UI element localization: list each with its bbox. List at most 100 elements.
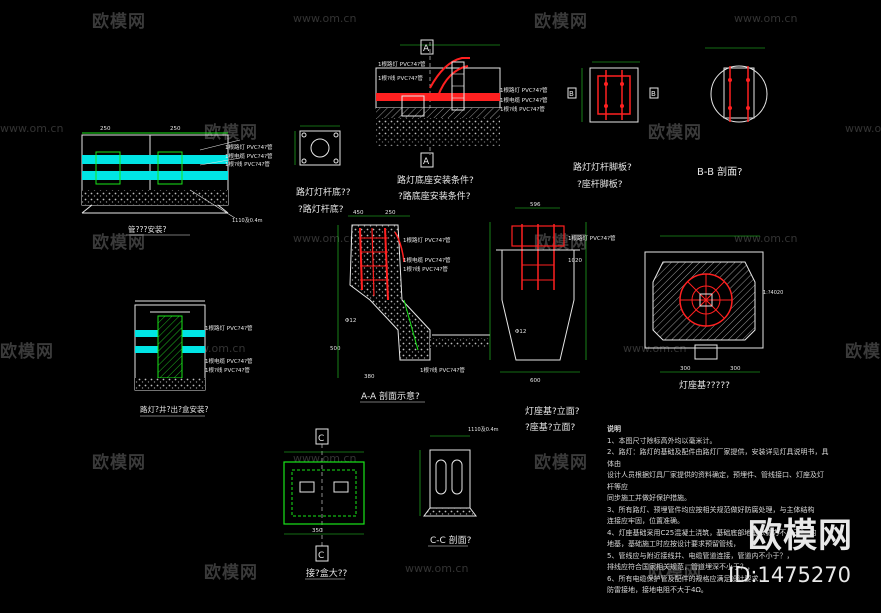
pipe-label: 1根电缆 PVC?4?管 — [205, 357, 253, 365]
pipe-label: 1根?线 PVC?4?管 — [403, 265, 448, 273]
section-marker: B — [569, 90, 574, 98]
dimension-label: 600 — [530, 378, 541, 384]
foot-plate-drawing: B B 路灯灯杆脚板? ?座杆脚板? — [567, 61, 659, 190]
handhole-drawing: C C 350 接?盒大?? — [283, 428, 365, 580]
drawing-subtitle: ?路灯杆底? — [298, 203, 344, 215]
notes-line: 1、本图尺寸除标高外均以毫米计。 — [607, 436, 717, 445]
dimension-label: 250 — [385, 210, 396, 216]
watermark-url: www.om.cn — [0, 122, 64, 135]
watermark-url: www.om.cn — [734, 12, 798, 25]
watermark-brand: 欧模网 — [845, 342, 881, 362]
pipe-label: 1根?线 PVC?4?管 — [225, 160, 270, 168]
notes-line: 连接应牢固，位置准确。 — [607, 517, 684, 525]
watermark-brand: 欧模网 — [92, 233, 146, 253]
dimension-label: 1020 — [568, 258, 582, 264]
cc-section-drawing: 1110及0.4m C-C 剖面? — [419, 427, 499, 547]
watermark-brand: 欧模网 — [534, 453, 588, 473]
pipe-label: 1根路灯 PVC?4?管 — [205, 324, 253, 332]
dimension-label: 250 — [170, 126, 181, 132]
pipe-label: 1根路灯 PVC?4?管 — [403, 236, 451, 244]
notes-line: 3、所有路灯、预埋管件均应按相关规范做好防腐处理，与主体结构 — [607, 505, 815, 514]
drawing-title: 路灯?井?出?盒安装? — [140, 404, 208, 414]
notes-line: 6、所有电缆保护管及配件的规格应满足设计要求， — [607, 574, 766, 583]
dimension-label: 1110及0.4m — [232, 218, 263, 224]
pipe-label: 1根电缆 PVC?4?管 — [225, 152, 273, 160]
dimension-label: Φ12 — [515, 329, 526, 335]
pipe-label: 1根路灯 PVC?4?管 — [225, 143, 273, 151]
dimension-label: 500 — [330, 346, 341, 352]
notes-block: 说明 1、本图尺寸除标高外均以毫米计。 2、路灯：路灯的基础及配件由路灯厂家提供… — [607, 424, 829, 597]
pipe-label: 1根?线 PVC?4?管 — [378, 74, 423, 82]
bb-section-drawing: B-B 剖面? — [697, 47, 768, 178]
drawing-title: 路灯灯杆脚板? — [573, 161, 632, 173]
section-marker: B — [651, 90, 656, 98]
notes-heading: 说明 — [607, 425, 621, 433]
section-marker: A — [423, 157, 430, 167]
watermark-brand: 欧模网 — [204, 123, 258, 143]
dimension-label: 1:?4020 — [763, 290, 783, 296]
aa-section-drawing: 450 250 1根路灯 PVC?4?管 1根电缆 PVC?4?管 1根?线 P… — [330, 210, 490, 403]
pipe-label: 1根?线 PVC?4?管 — [420, 366, 465, 374]
watermark-url: www.om.cn — [845, 122, 881, 135]
elevation-drawing: 596 600 1根路灯 PVC?4?管 1020 Φ12 灯座基?立面? ?座… — [489, 202, 616, 433]
drawing-title: 接?盒大?? — [306, 567, 348, 579]
embed-section-drawing: A A 1根路灯 PVC?4?管 1根?线 PVC?4?管 1根路灯 PVC?4… — [375, 39, 548, 202]
pipe-label: 1根路灯 PVC?4?管 — [378, 60, 426, 68]
drawing-title: 灯座基????? — [679, 379, 730, 391]
watermark-url: www.om.cn — [405, 562, 469, 575]
drawing-title: 路灯底座安装条件? — [397, 174, 474, 186]
notes-line: 设计人员根据灯具厂家提供的资料确定，预埋件、管线接口、灯座及灯杆等应 — [607, 471, 824, 491]
watermark-url: www.om.cn — [734, 232, 798, 245]
drawing-subtitle: ?路底座安装条件? — [398, 190, 471, 202]
base-plate-drawing: 路灯灯杆底?? ?路灯杆底? — [294, 125, 351, 215]
pipe-label: 1根电缆 PVC?4?管 — [403, 256, 451, 264]
pipe-label: 1根电缆 PVC?4?管 — [500, 96, 548, 104]
notes-line: 2、路灯：路灯的基础及配件由路灯厂家提供，安装详见灯具说明书，具体由 — [607, 448, 829, 468]
drawing-title: C-C 剖面? — [430, 534, 472, 546]
watermark-brand: 欧模网 — [92, 453, 146, 473]
watermark-brand: 欧模网 — [92, 12, 146, 32]
section-marker: C — [318, 434, 324, 444]
watermark-brand: 欧模网 — [648, 123, 702, 143]
dimension-label: 300 — [730, 366, 741, 372]
watermark-brand: 欧模网 — [0, 342, 54, 362]
drawing-title: A-A 剖面示意? — [361, 390, 420, 402]
notes-line: 排线应符合国家相关规范，管道埋深不小于？， — [607, 563, 754, 571]
dimension-label: 380 — [364, 374, 375, 380]
notes-line: 同步施工并做好保护措施。 — [607, 494, 691, 502]
dimension-label: 250 — [100, 126, 111, 132]
brand-logo-text: 欧模网 — [748, 516, 853, 556]
drawing-subtitle: ?座杆脚板? — [577, 178, 623, 190]
dimension-label: 350 — [312, 528, 323, 534]
watermark-brand: 欧模网 — [648, 563, 702, 583]
drawing-title: 路灯灯杆底?? — [296, 186, 351, 198]
drawing-title: 管???安装? — [128, 224, 166, 234]
section-marker: A — [423, 44, 430, 54]
pipe-label: 1根?线 PVC?4?管 — [205, 366, 250, 374]
plan-drawing: 300 300 1:?4020 灯座基????? — [644, 235, 783, 391]
pipe-section-drawing: 1根路灯 PVC?4?管 1根电缆 PVC?4?管 1根?线 PVC?4?管 1… — [81, 126, 273, 236]
drawing-title: 灯座基?立面? — [525, 405, 580, 417]
watermark-url: www.om.cn — [293, 12, 357, 25]
watermark-brand: 欧模网 — [204, 563, 258, 583]
dimension-label: 596 — [530, 202, 541, 208]
drawing-subtitle: ?座基?立面? — [525, 421, 576, 433]
dimension-label: Φ12 — [345, 318, 356, 324]
notes-line: 防雷接地，接地电阻不大于4Ω。 — [607, 586, 708, 594]
pipe-label: 1根?线 PVC?4?管 — [500, 105, 545, 113]
watermark-brand: 欧模网 — [534, 233, 588, 253]
section-marker: C — [318, 551, 324, 561]
watermark-url: www.om.cn — [293, 232, 357, 245]
dimension-label: 300 — [680, 366, 691, 372]
dimension-label: 450 — [353, 210, 364, 216]
pipe-label: 1根路灯 PVC?4?管 — [568, 234, 616, 242]
drawing-title: B-B 剖面? — [697, 165, 742, 178]
notes-line: 地基，基础施工时应按设计要求预留管线， — [607, 540, 740, 548]
watermark-brand: 欧模网 — [534, 12, 588, 32]
dimension-label: 1110及0.4m — [468, 427, 499, 433]
pipe-label: 1根路灯 PVC?4?管 — [500, 86, 548, 94]
notes-line: 5、管线应与附近接线井、电缆管道连接，管道内不小于？， — [607, 551, 794, 560]
junction-box-drawing: 1根路灯 PVC?4?管 1根电缆 PVC?4?管 1根?线 PVC?4?管 路… — [134, 300, 253, 417]
notes-line: 4、灯座基础采用C25混凝土浇筑，基础底部地基承载力不小于？ 的 — [607, 528, 817, 537]
